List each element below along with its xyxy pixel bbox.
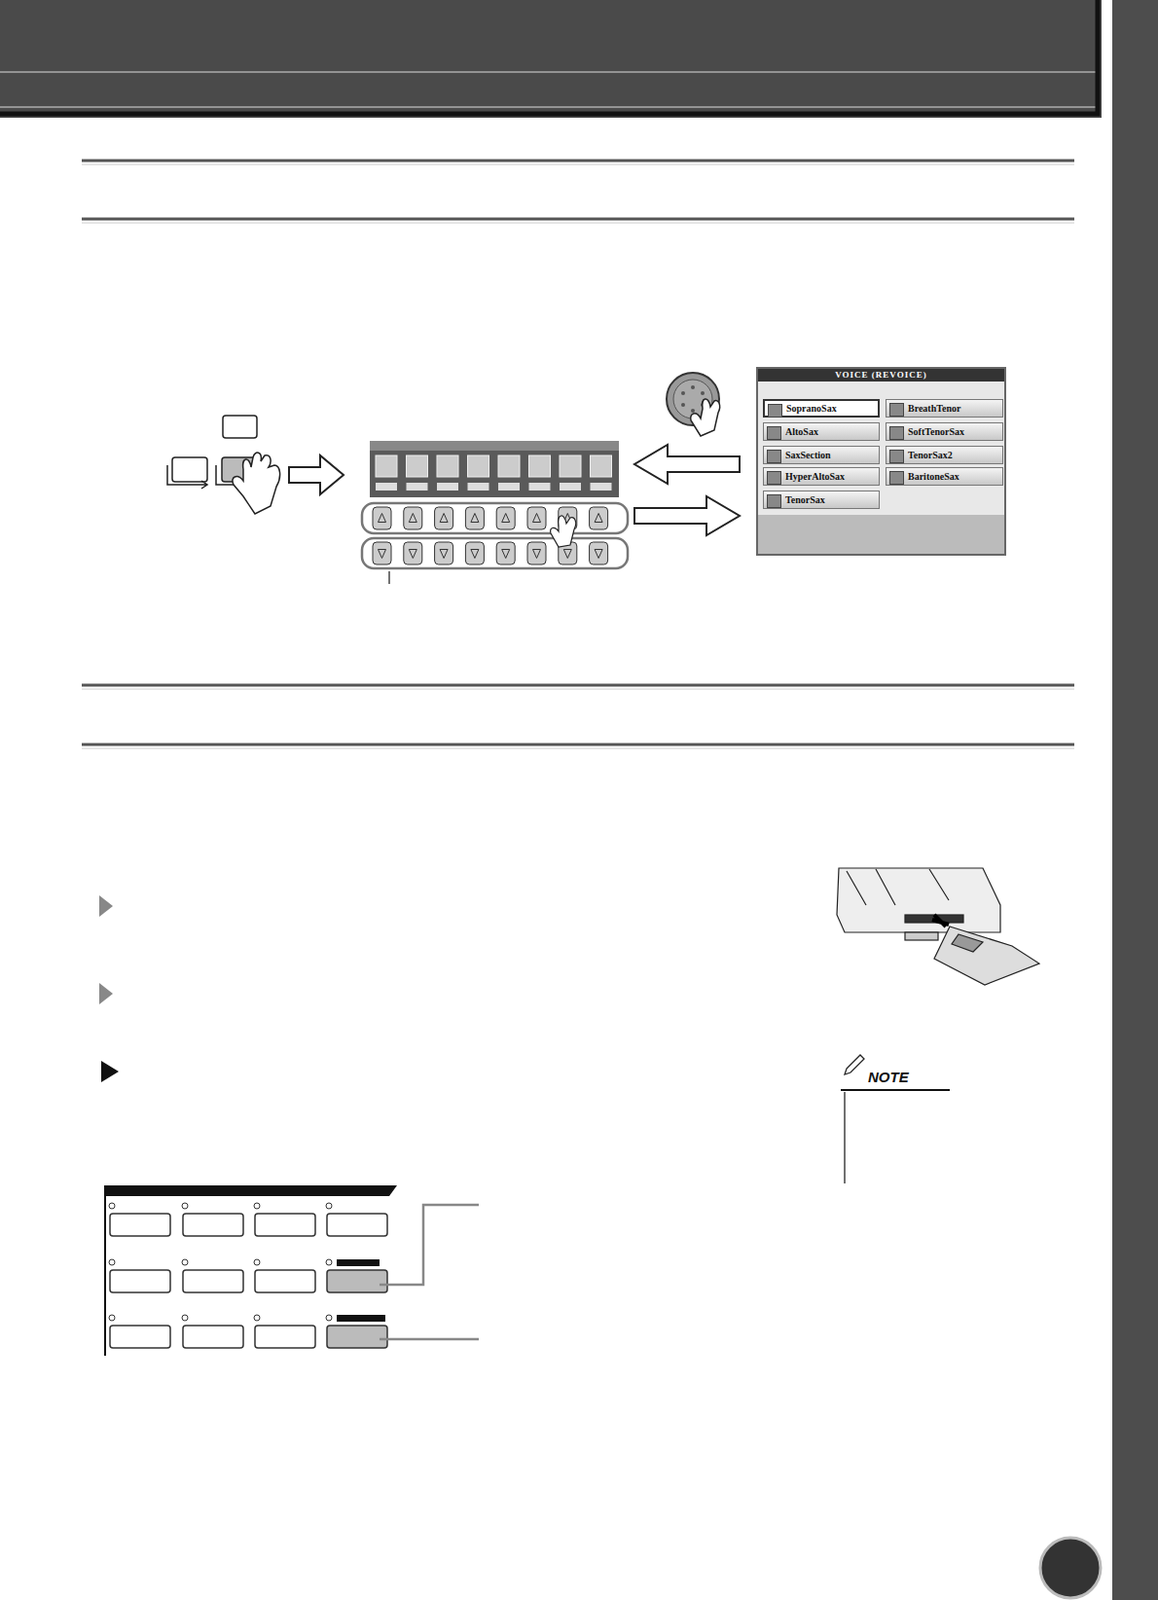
voice-button: TenorSax (762, 490, 880, 509)
voice-name: SaxSection (785, 449, 832, 461)
voice-button: AltoSax (762, 422, 880, 441)
voice-name: AltoSax (785, 426, 819, 437)
voice-button: BreathTenor (885, 398, 1004, 418)
voice-button: TenorSax2 (885, 445, 1004, 465)
down-button-row (361, 538, 628, 569)
side-bar (1112, 0, 1158, 1600)
section-band (81, 1056, 828, 1090)
voice-button: BaritoneSax (885, 467, 1004, 486)
voice-name: SoftTenorSax (907, 426, 965, 437)
page-number-disc (1040, 1537, 1101, 1598)
hollow-arrow (634, 496, 740, 536)
bullet (101, 1060, 119, 1083)
voice-button: SopranoSax (762, 398, 880, 418)
hand (550, 515, 577, 547)
bullet (99, 895, 113, 917)
button-panel (105, 1185, 479, 1356)
note-pencil (844, 1054, 865, 1075)
voice-button: SaxSection (762, 445, 880, 465)
hand (232, 452, 281, 514)
screen-title: VOICE (REVOICE) (758, 368, 1005, 382)
voice-name: HyperAltoSax (785, 470, 845, 482)
voice-name: BaritoneSax (907, 470, 960, 482)
voice-name: SopranoSax (786, 402, 837, 414)
voice-name: TenorSax (785, 494, 826, 506)
bullet (99, 982, 113, 1005)
voice-name: BreathTenor (907, 402, 961, 414)
hollow-arrow (289, 455, 344, 495)
voice-button: SoftTenorSax (885, 422, 1004, 441)
up-button-row (361, 503, 628, 534)
hollow-arrow (634, 444, 740, 484)
note-heading: NOTE (868, 1068, 909, 1086)
voice-button: HyperAltoSax (762, 467, 880, 486)
voice-screen: VOICE (REVOICE) SopranoSax BreathTenorAlto… (756, 366, 1007, 556)
floppy-drive (836, 868, 1040, 985)
header-band (0, 0, 1102, 118)
lcd-screen (369, 440, 619, 498)
voice-name: TenorSax2 (907, 449, 953, 461)
rule-lines (81, 160, 1075, 745)
hand (690, 398, 721, 436)
